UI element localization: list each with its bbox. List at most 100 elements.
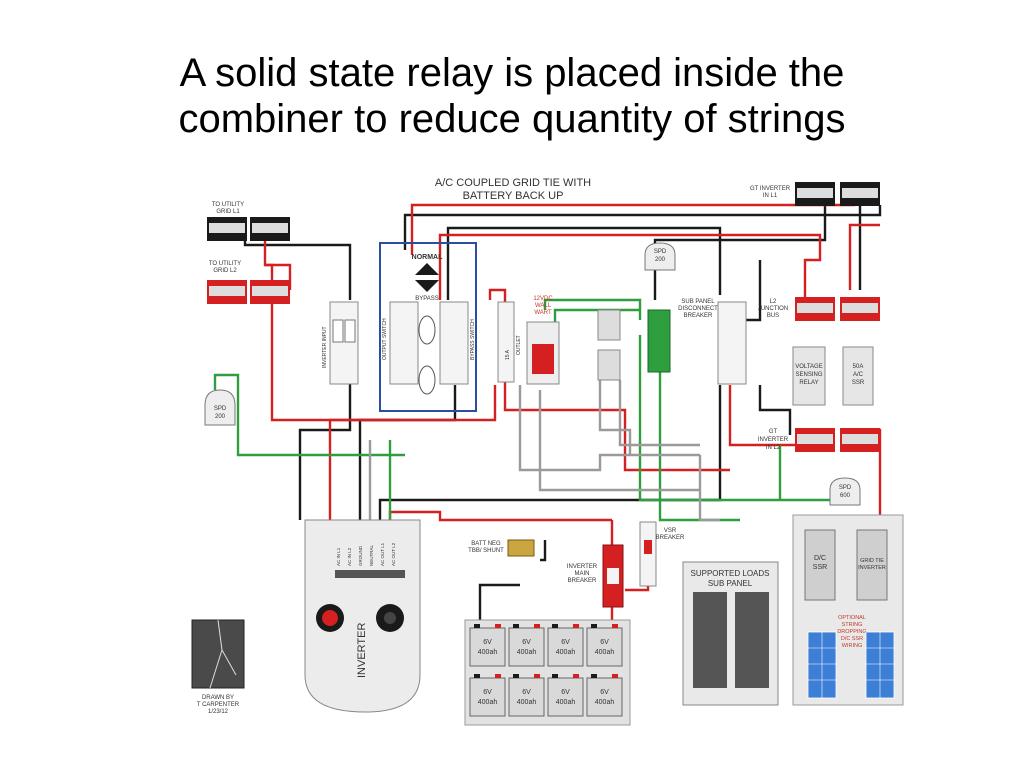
svg-text:MAIN: MAIN	[575, 571, 590, 577]
svg-text:BYPASS SWITCH: BYPASS SWITCH	[470, 319, 476, 360]
svg-text:D/C: D/C	[814, 555, 826, 562]
svg-text:1/23/12: 1/23/12	[208, 709, 229, 715]
svg-text:INVERTER INPUT: INVERTER INPUT	[322, 326, 328, 368]
battery-voltage-label: 6V	[561, 639, 570, 646]
svg-text:OPTIONAL: OPTIONAL	[838, 615, 866, 621]
svg-text:D/C SSR: D/C SSR	[841, 636, 863, 642]
svg-text:DISCONNECT: DISCONNECT	[678, 306, 718, 312]
svg-text:SSR: SSR	[813, 564, 827, 571]
slide-title-line-2: combiner to reduce quantity of strings	[178, 97, 846, 141]
svg-text:VSR: VSR	[664, 528, 677, 534]
svg-text:L2: L2	[770, 299, 777, 305]
battery-voltage-label: 6V	[483, 639, 492, 646]
svg-text:WALL: WALL	[535, 303, 552, 309]
battery-bank: 6V400ah6V400ah6V400ah6V400ah6V400ah6V400…	[464, 619, 631, 726]
svg-text:OUTLET: OUTLET	[516, 335, 522, 355]
combiner-box: D/C SSR GRID TIE INVERTER OPTIONAL STRIN…	[792, 514, 904, 706]
svg-text:BUS: BUS	[767, 313, 779, 319]
svg-text:TO UTILITY: TO UTILITY	[212, 202, 244, 208]
svg-text:BREAKER: BREAKER	[568, 578, 597, 584]
inverter-terminal-label: NEUTRAL	[369, 544, 374, 566]
ac-ssr: 50A A/C SSR	[842, 346, 874, 406]
svg-text:SUB PANEL: SUB PANEL	[681, 299, 715, 305]
battery-negative-shunt: BATT NEG TBB/ SHUNT	[468, 539, 535, 557]
svg-text:600: 600	[840, 493, 851, 499]
svg-text:TO UTILITY: TO UTILITY	[209, 261, 241, 267]
battery-cell: 6V 400ah	[586, 674, 623, 717]
svg-text:GRID L1: GRID L1	[216, 209, 240, 215]
svg-text:BREAKER: BREAKER	[656, 535, 685, 541]
battery-voltage-label: 6V	[561, 689, 570, 696]
sub-panel-disconnect-breaker: SUB PANEL DISCONNECT BREAKER	[678, 299, 747, 385]
svg-text:BYPASS: BYPASS	[415, 296, 439, 302]
utility-grid-l1: TO UTILITY GRID L1	[207, 202, 290, 241]
svg-text:SUB PANEL: SUB PANEL	[708, 579, 753, 588]
svg-text:15 A: 15 A	[505, 349, 511, 360]
slide-title-line-1: A solid state relay is placed inside the	[179, 51, 845, 95]
vsr-breaker: VSR BREAKER	[639, 521, 685, 587]
svg-text:OUTPUT SWITCH: OUTPUT SWITCH	[382, 318, 388, 360]
svg-text:NORMAL: NORMAL	[412, 254, 443, 261]
voltage-sensing-relay: VOLTAGE SENSING RELAY	[792, 346, 826, 406]
l2-junction-bus: L2 JUNCTION BUS	[758, 297, 880, 321]
battery-capacity-label: 400ah	[517, 699, 537, 706]
svg-text:JUNCTION: JUNCTION	[758, 306, 788, 312]
svg-text:BATT NEG: BATT NEG	[471, 541, 501, 547]
battery-capacity-label: 400ah	[595, 649, 615, 656]
inverter-terminal-label: AC OUT L2	[391, 542, 396, 566]
svg-text:INVERTER: INVERTER	[567, 564, 598, 570]
diagram-title-line-2: BATTERY BACK UP	[463, 190, 564, 202]
svg-text:VOLTAGE: VOLTAGE	[795, 364, 822, 370]
svg-text:GRID L2: GRID L2	[213, 268, 237, 274]
slide-title: A solid state relay is placed inside the…	[0, 50, 1024, 142]
svg-text:GT: GT	[769, 429, 778, 435]
svg-text:SPD: SPD	[654, 249, 667, 255]
battery-voltage-label: 6V	[600, 689, 609, 696]
svg-text:T CARPENTER: T CARPENTER	[197, 702, 240, 708]
svg-text:SUPPORTED LOADS: SUPPORTED LOADS	[691, 569, 770, 578]
svg-text:GRID TIE: GRID TIE	[860, 558, 884, 564]
svg-text:GT INVERTER: GT INVERTER	[750, 186, 791, 192]
svg-text:200: 200	[655, 257, 666, 263]
inverter-input-breaker: INVERTER INPUT	[322, 301, 359, 385]
svg-text:IN L2: IN L2	[766, 445, 781, 451]
battery-voltage-label: 6V	[522, 639, 531, 646]
svg-text:SSR: SSR	[852, 380, 865, 386]
supported-loads-sub-panel: SUPPORTED LOADS SUB PANEL	[682, 561, 779, 706]
bypass-switch-assembly: NORMAL BYPASS OUTPUT SWITCH BYPASS SWITC…	[379, 242, 477, 412]
svg-text:BREAKER: BREAKER	[684, 313, 713, 319]
spd-200-top: SPD 200	[644, 242, 676, 271]
gt-inverter-l1-terminals: GT INVERTER IN L1	[750, 182, 880, 206]
terminal-blocks	[597, 309, 671, 381]
svg-text:12VDC: 12VDC	[533, 296, 553, 302]
svg-text:INVERTER: INVERTER	[356, 623, 368, 678]
battery-voltage-label: 6V	[600, 639, 609, 646]
battery-cell: 6V 400ah	[586, 624, 623, 667]
outlet-breaker: 15 A OUTLET	[497, 301, 522, 383]
svg-text:A/C: A/C	[853, 372, 864, 378]
svg-text:DRAWN BY: DRAWN BY	[202, 695, 234, 701]
svg-text:50A: 50A	[853, 364, 864, 370]
inverter-terminal-label: AC IN L1	[336, 547, 341, 566]
svg-text:WIRING: WIRING	[842, 643, 862, 649]
drawn-by-block: DRAWN BY T CARPENTER 1/23/12	[191, 619, 245, 715]
battery-capacity-label: 400ah	[556, 699, 576, 706]
svg-text:SENSING: SENSING	[795, 372, 822, 378]
gt-inverter-l2-terminals: GT INVERTER IN L2	[758, 428, 880, 452]
svg-text:INVERTER: INVERTER	[858, 565, 886, 571]
svg-text:SPD: SPD	[839, 485, 852, 491]
inverter-terminal-label: AC IN L2	[347, 547, 352, 566]
battery-capacity-label: 400ah	[556, 649, 576, 656]
svg-text:200: 200	[215, 414, 226, 420]
svg-text:WART: WART	[534, 310, 552, 316]
diagram-title: A/C COUPLED GRID TIE WITH BATTERY BACK U…	[435, 177, 591, 202]
battery-capacity-label: 400ah	[595, 699, 615, 706]
inverter-main-breaker: INVERTER MAIN BREAKER	[567, 544, 624, 608]
